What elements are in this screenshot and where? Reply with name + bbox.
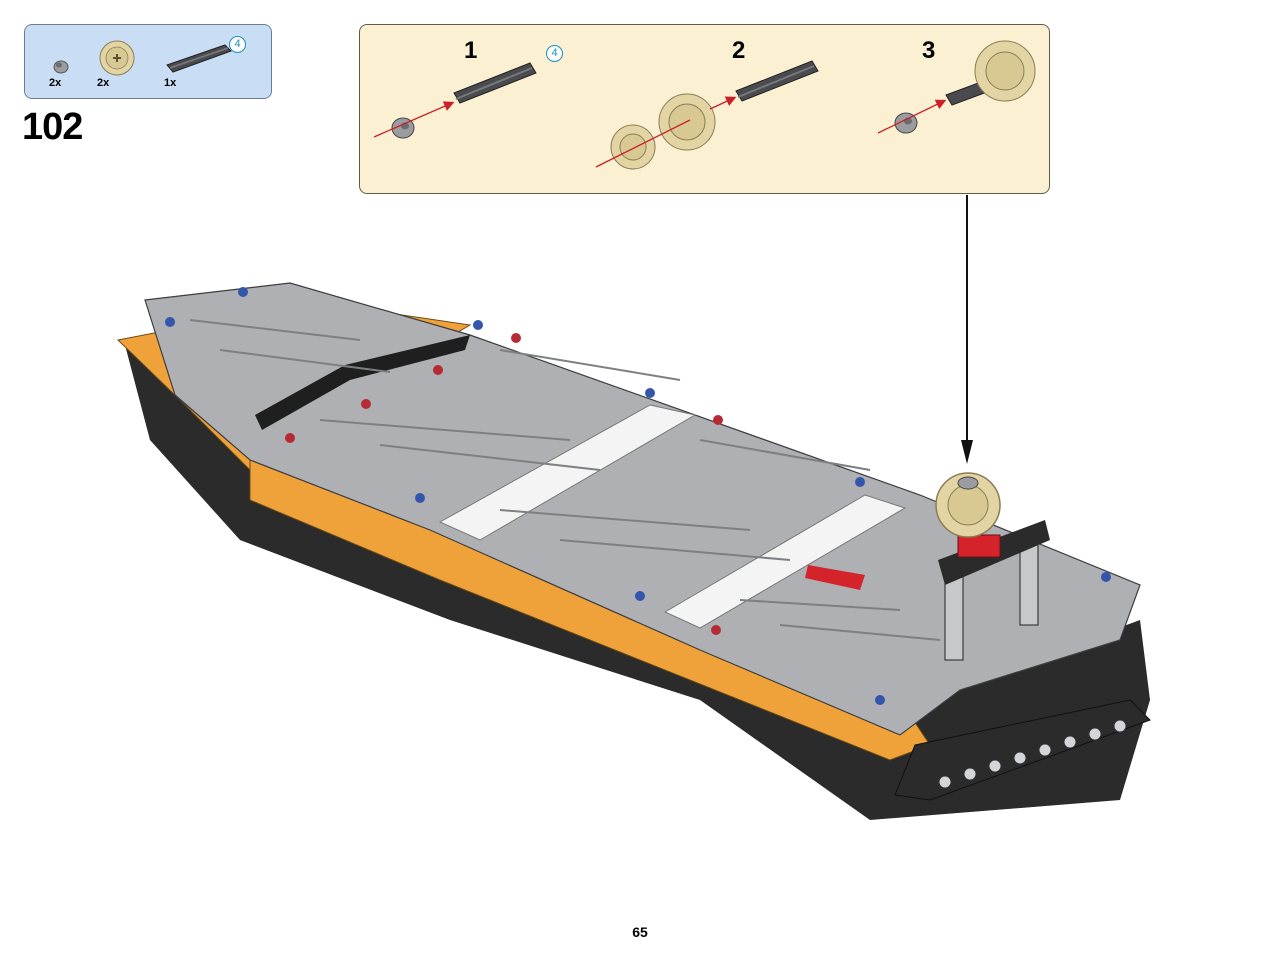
- axle-4-icon: [166, 44, 232, 73]
- sub-step-2-art: [595, 60, 819, 170]
- upright-right: [1019, 539, 1039, 626]
- sub-step-1-axle-callout: 4: [546, 45, 563, 62]
- installed-gear-icon: [935, 472, 1001, 538]
- rear-beam: [894, 699, 1151, 801]
- red-connector: [957, 534, 1001, 558]
- bush-quantity: 2x: [49, 77, 62, 89]
- parts-list-box: 2x 2x 1x 4: [24, 24, 272, 99]
- bush-icon: [53, 60, 69, 74]
- page-number: 65: [632, 924, 648, 940]
- sub-step-2-number: 2: [732, 37, 746, 64]
- hull-dark: [125, 345, 1150, 820]
- sub-assembly-art: [373, 40, 1036, 170]
- sub-step-1-number: 1: [464, 37, 478, 64]
- connector-pins: [165, 287, 1111, 705]
- rear-beam-holes: [938, 719, 1127, 789]
- frame-orange-left: [116, 299, 472, 471]
- gear-20-tooth-icon: [99, 40, 135, 76]
- upright-bracket: [938, 520, 1050, 585]
- axle-length-callout: 4: [229, 36, 246, 53]
- axle-quantity: 1x: [164, 77, 177, 89]
- red-beam: [805, 565, 865, 590]
- sub-step-3-art: [877, 40, 1036, 134]
- sub-assembly-box: 1 4 2 3: [359, 24, 1050, 194]
- deck-gray: [144, 282, 1141, 736]
- parts-list-art: [53, 40, 232, 76]
- installed-gear-hub: [947, 484, 989, 526]
- sub-step-1-art: [373, 62, 537, 139]
- sub-step-3-number: 3: [922, 37, 936, 64]
- divider-white-1: [438, 404, 697, 541]
- step-number: 102: [22, 106, 83, 148]
- divider-white-2: [663, 494, 907, 629]
- installed-bush-icon: [957, 476, 979, 490]
- frame-orange-side: [249, 454, 931, 761]
- upright-left: [944, 569, 964, 661]
- placement-arrow-head: [961, 440, 973, 464]
- gear-quantity: 2x: [97, 77, 110, 89]
- deck-grooves: [189, 319, 941, 641]
- divider-beam-black: [255, 335, 470, 430]
